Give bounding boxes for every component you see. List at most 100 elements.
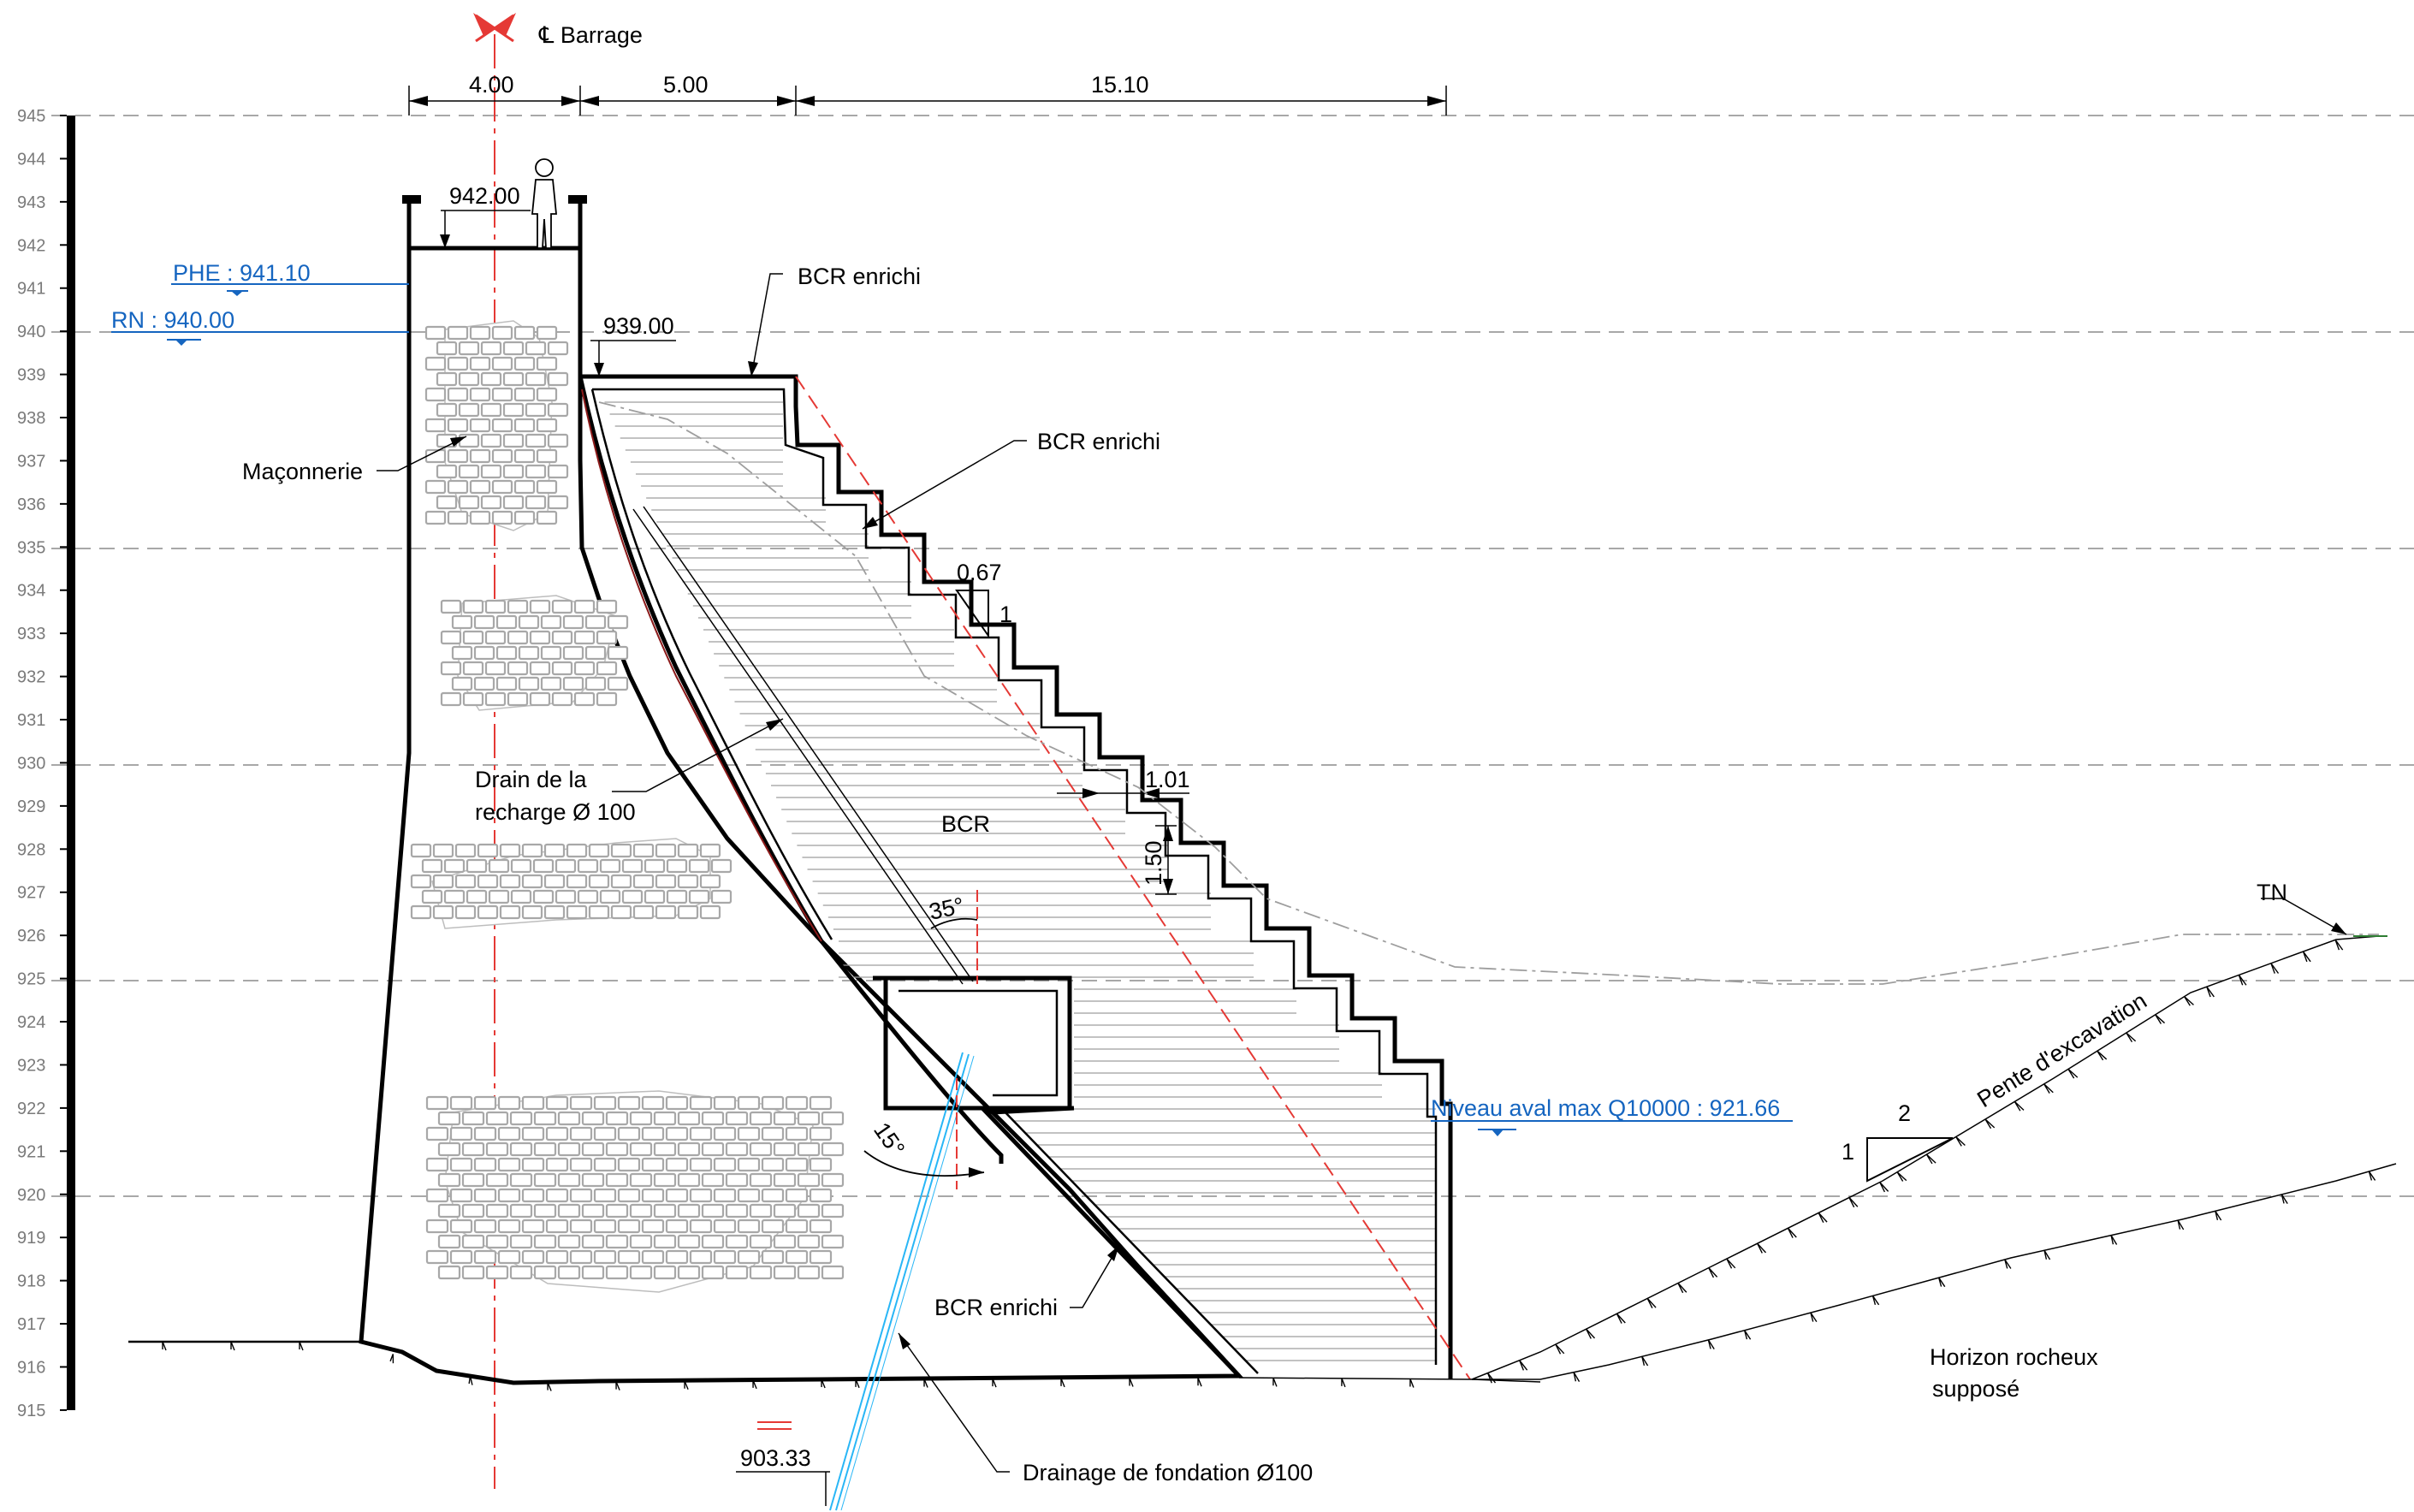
ground-tick bbox=[684, 1380, 689, 1390]
brick bbox=[521, 1126, 545, 1141]
brick bbox=[641, 1095, 665, 1111]
scale-tick-label: 931 bbox=[17, 711, 45, 730]
ground-tick bbox=[1573, 1372, 1581, 1382]
brick bbox=[557, 1172, 581, 1188]
brick bbox=[461, 1203, 485, 1218]
brick bbox=[809, 1095, 833, 1111]
axis-marker-icon bbox=[473, 13, 516, 43]
brick bbox=[551, 691, 573, 707]
brick bbox=[677, 1141, 701, 1157]
brick bbox=[555, 858, 577, 874]
brick bbox=[469, 418, 491, 433]
brick bbox=[605, 1141, 629, 1157]
brick bbox=[484, 691, 507, 707]
brick bbox=[507, 661, 529, 676]
brick bbox=[737, 1126, 761, 1141]
brick bbox=[451, 614, 473, 630]
brick bbox=[529, 691, 551, 707]
brick bbox=[599, 858, 621, 874]
brick bbox=[449, 1249, 473, 1265]
brick bbox=[605, 1234, 629, 1249]
brick bbox=[425, 1126, 449, 1141]
scale-tick-label: 930 bbox=[17, 754, 45, 773]
brick bbox=[809, 1126, 833, 1141]
drain-label-line1: Drain de la bbox=[475, 767, 588, 792]
brick bbox=[596, 691, 618, 707]
scale-tick-label: 940 bbox=[17, 323, 45, 341]
brick bbox=[596, 630, 618, 645]
bcr-enrichi-top-label: BCR enrichi bbox=[798, 264, 921, 289]
brick bbox=[677, 1203, 701, 1218]
brick bbox=[666, 858, 688, 874]
brick bbox=[713, 1188, 737, 1203]
brick bbox=[425, 1249, 449, 1265]
callout-drain-recharge bbox=[612, 718, 784, 792]
brick bbox=[491, 479, 513, 495]
brick bbox=[785, 1157, 809, 1172]
brick bbox=[596, 661, 618, 676]
bcr-top-level-label: 939.00 bbox=[603, 313, 674, 339]
brick bbox=[477, 904, 499, 920]
brick bbox=[677, 874, 699, 889]
excavation-slope bbox=[1471, 935, 2387, 1384]
brick bbox=[699, 874, 721, 889]
brick bbox=[677, 1234, 701, 1249]
slope-h-label: 0.67 bbox=[957, 560, 1002, 585]
ground-tick bbox=[1810, 1312, 1818, 1323]
downstream-width-dim: 15.10 bbox=[1091, 72, 1149, 98]
brick bbox=[629, 1265, 653, 1280]
brick bbox=[809, 1218, 833, 1234]
brick bbox=[473, 614, 495, 630]
brick bbox=[701, 1234, 725, 1249]
brick bbox=[480, 371, 502, 387]
brick bbox=[485, 1265, 509, 1280]
brick bbox=[629, 1141, 653, 1157]
scale-tick-label: 921 bbox=[17, 1142, 45, 1161]
brick bbox=[525, 341, 547, 356]
brick bbox=[573, 691, 596, 707]
ground-tick bbox=[752, 1379, 757, 1390]
brick bbox=[525, 402, 547, 418]
brick bbox=[510, 889, 532, 904]
crest-width-dim: 4.00 bbox=[469, 72, 514, 98]
brick bbox=[436, 495, 458, 510]
brick bbox=[737, 1157, 761, 1172]
brick bbox=[421, 889, 443, 904]
brick bbox=[545, 1157, 569, 1172]
brick bbox=[521, 1157, 545, 1172]
brick bbox=[497, 1188, 521, 1203]
brick bbox=[480, 495, 502, 510]
scale-tick-label: 941 bbox=[17, 280, 45, 299]
brick bbox=[773, 1141, 797, 1157]
brick bbox=[581, 1141, 605, 1157]
ground-tick bbox=[1486, 1373, 1497, 1384]
masonry-patch-3 bbox=[410, 838, 733, 929]
brick bbox=[447, 418, 469, 433]
brick bbox=[485, 1141, 509, 1157]
brick bbox=[621, 858, 644, 874]
brick bbox=[581, 1234, 605, 1249]
brick bbox=[447, 356, 469, 371]
brick bbox=[588, 843, 610, 858]
brick bbox=[653, 1265, 677, 1280]
ground-tick bbox=[855, 1379, 860, 1389]
scale-tick-label: 929 bbox=[17, 798, 45, 816]
brick bbox=[461, 1111, 485, 1126]
brick bbox=[677, 1172, 701, 1188]
brick bbox=[480, 341, 502, 356]
brick bbox=[641, 1249, 665, 1265]
brick bbox=[761, 1249, 785, 1265]
brick bbox=[533, 1203, 557, 1218]
aval-level bbox=[1431, 1120, 1793, 1136]
brick bbox=[469, 479, 491, 495]
excavation-triangle bbox=[1866, 1137, 1954, 1183]
parapet bbox=[402, 195, 587, 248]
person-icon bbox=[531, 158, 557, 249]
brick bbox=[513, 418, 536, 433]
brick bbox=[491, 325, 513, 341]
brick bbox=[551, 630, 573, 645]
callout-maconnerie bbox=[377, 436, 467, 471]
brick bbox=[424, 387, 447, 402]
brick bbox=[655, 874, 677, 889]
